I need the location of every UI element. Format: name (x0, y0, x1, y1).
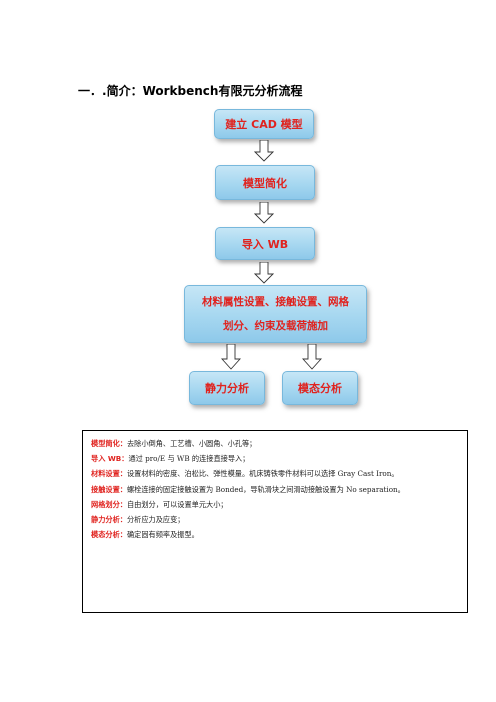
flow-step-modal-analysis: 模态分析 (282, 371, 358, 405)
note-row: 静力分析：分析应力及应变； (91, 512, 459, 527)
note-row: 模型简化：去除小倒角、工艺槽、小圆角、小孔等； (91, 436, 459, 451)
down-arrow-icon (254, 202, 274, 224)
flow-step-line-1: 材料属性设置、接触设置、网格 (202, 296, 349, 308)
note-key: 静力分析： (91, 515, 127, 525)
note-text: 通过 pro/E 与 WB 的连接直接导入； (128, 454, 250, 464)
note-key: 网格划分： (91, 499, 127, 509)
note-row: 接触设置：螺栓连接的固定接触设置为 Bonded，导轨滑块之间滑动接触设置为 N… (91, 482, 459, 497)
note-key: 接触设置： (91, 484, 127, 494)
flow-step-static-analysis: 静力分析 (189, 371, 265, 405)
flow-step-line-2: 划分、约束及载荷施加 (223, 320, 328, 332)
note-text: 确定固有频率及振型。 (126, 530, 199, 540)
section-number: 一． (78, 84, 103, 98)
notes-box: 模型简化：去除小倒角、工艺槽、小圆角、小孔等； 导入 WB：通过 pro/E 与… (82, 430, 468, 613)
section-title: .简介：Workbench有限元分析流程 (102, 84, 303, 98)
note-text: 设置材料的密度、泊松比、弹性模量。机床铸铁零件材料可以选择 Gray Cast … (126, 469, 399, 479)
down-arrow-icon (254, 140, 274, 162)
note-key: 材料设置： (91, 469, 127, 479)
note-text: 去除小倒角、工艺槽、小圆角、小孔等； (126, 439, 257, 448)
flow-step-material-contact-mesh: 材料属性设置、接触设置、网格 划分、约束及载荷施加 (184, 285, 367, 343)
flow-step-import-wb: 导入 WB (215, 227, 315, 260)
note-key: 模态分析： (91, 530, 127, 540)
flow-step-model-simplification: 模型简化 (215, 165, 315, 200)
note-text: 自由划分，可以设置单元大小； (126, 499, 228, 509)
note-row: 模态分析：确定固有频率及振型。 (91, 527, 459, 542)
note-row: 导入 WB：通过 pro/E 与 WB 的连接直接导入； (91, 451, 459, 466)
note-row: 网格划分：自由划分，可以设置单元大小； (91, 497, 459, 512)
section-heading: 一．.简介：Workbench有限元分析流程 (78, 82, 302, 99)
flow-step-cad-model: 建立 CAD 模型 (214, 109, 314, 139)
down-arrow-icon (254, 262, 274, 284)
note-text: 分析应力及应变； (126, 515, 185, 525)
down-arrow-icon (221, 344, 241, 370)
note-row: 材料设置：设置材料的密度、泊松比、弹性模量。机床铸铁零件材料可以选择 Gray … (91, 466, 459, 481)
note-text: 螺栓连接的固定接触设置为 Bonded，导轨滑块之间滑动接触设置为 No sep… (126, 484, 405, 494)
note-key: 模型简化： (91, 439, 127, 448)
note-key: 导入 WB： (91, 454, 129, 464)
down-arrow-icon (302, 344, 322, 370)
